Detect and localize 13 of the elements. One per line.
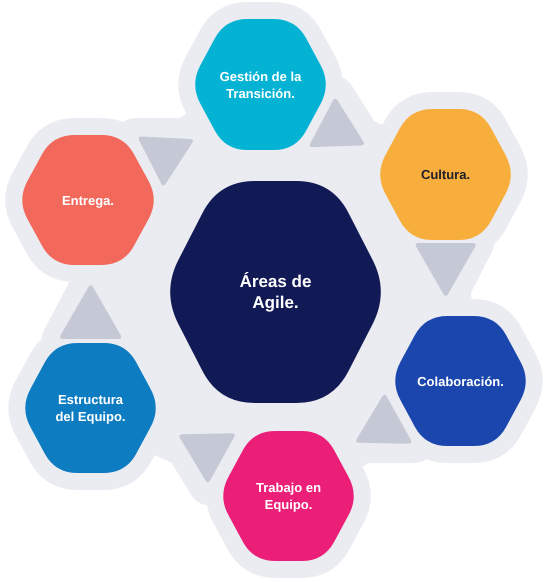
node-label: Trabajo en Equipo. [254, 479, 322, 513]
node-label: Áreas de Agile. [238, 271, 312, 313]
triangle-wedge [60, 285, 122, 339]
node-label: Entrega. [60, 192, 115, 208]
node-label: Cultura. [420, 166, 472, 183]
triangle-wedge [179, 433, 235, 482]
triangle-wedge [310, 98, 364, 148]
node-label: Estructura del Equipo. [54, 391, 127, 425]
triangle-wedge [138, 136, 193, 186]
triangle-wedge [356, 394, 412, 444]
triangle-wedge [416, 243, 476, 296]
node-label: Gestión de la Transición. [218, 68, 302, 102]
node-label: Colaboración. [416, 372, 505, 390]
